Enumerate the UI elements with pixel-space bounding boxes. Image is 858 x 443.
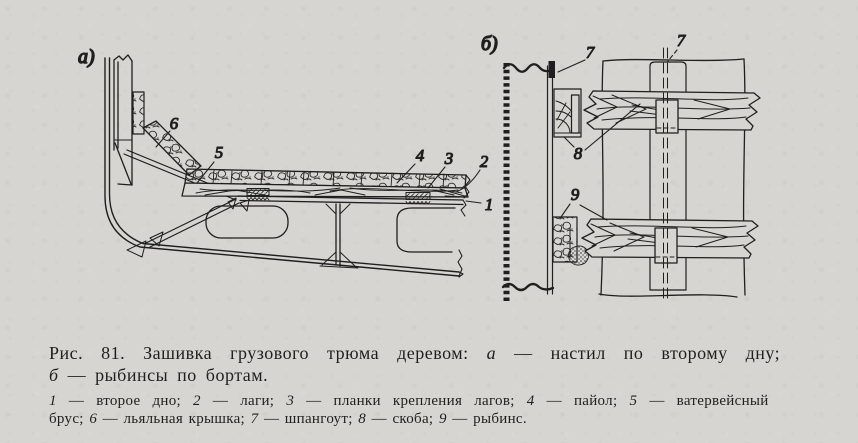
caption-line-2: б — рыбинсы по бортам. xyxy=(49,365,269,385)
figure-legend-line-1: 1 — второе дно; 2 — лаги; 3 — планки кре… xyxy=(49,393,769,409)
fastening-cleat xyxy=(246,188,431,205)
bolt-axis xyxy=(663,47,668,304)
floor-web xyxy=(205,203,456,269)
callout-4: 4 xyxy=(416,146,425,165)
figure-legend-line-2: брус; 6 — льяльная крышка; 7 — шпангоут;… xyxy=(49,410,527,427)
callouts-a: 6 5 4 3 2 1 xyxy=(155,113,494,215)
wood-grain xyxy=(592,94,751,124)
caption-line-1: Рис. 81. Зашивка грузового трюма деревом… xyxy=(49,343,781,363)
sparring-section-upper xyxy=(553,88,582,138)
panel-b-label: б) xyxy=(481,33,498,55)
inner-bottom-plating xyxy=(237,195,467,217)
figure-caption: Рис. 81. Зашивка грузового трюма деревом… xyxy=(49,342,847,428)
callouts-b: 7 7 8 9 xyxy=(557,30,687,221)
panel-a-label: а) xyxy=(78,46,95,68)
figure-drawing: а) xyxy=(77,30,761,304)
callout-7-bolt: 7 xyxy=(677,31,687,50)
callout-6: 6 xyxy=(170,114,179,133)
diagram-a: а) xyxy=(77,45,494,278)
side-lining-plank xyxy=(113,54,133,186)
callout-8: 8 xyxy=(574,144,583,163)
callout-1: 1 xyxy=(485,195,494,214)
callout-9: 9 xyxy=(571,185,580,204)
torn-edge xyxy=(463,174,471,199)
callout-3: 3 xyxy=(444,149,454,168)
sparring-section-lower xyxy=(552,216,589,266)
joist-layer xyxy=(181,182,469,205)
callout-2: 2 xyxy=(480,152,489,171)
callout-7-frame: 7 xyxy=(586,43,596,62)
staple-clip-lower xyxy=(654,227,678,264)
break-lines xyxy=(501,63,555,292)
callout-5: 5 xyxy=(215,143,224,162)
bilge-cement-strip xyxy=(132,91,145,135)
bilge-cover xyxy=(142,120,202,176)
hull-shell-section xyxy=(104,57,464,278)
diagram-b: б) xyxy=(480,30,761,304)
